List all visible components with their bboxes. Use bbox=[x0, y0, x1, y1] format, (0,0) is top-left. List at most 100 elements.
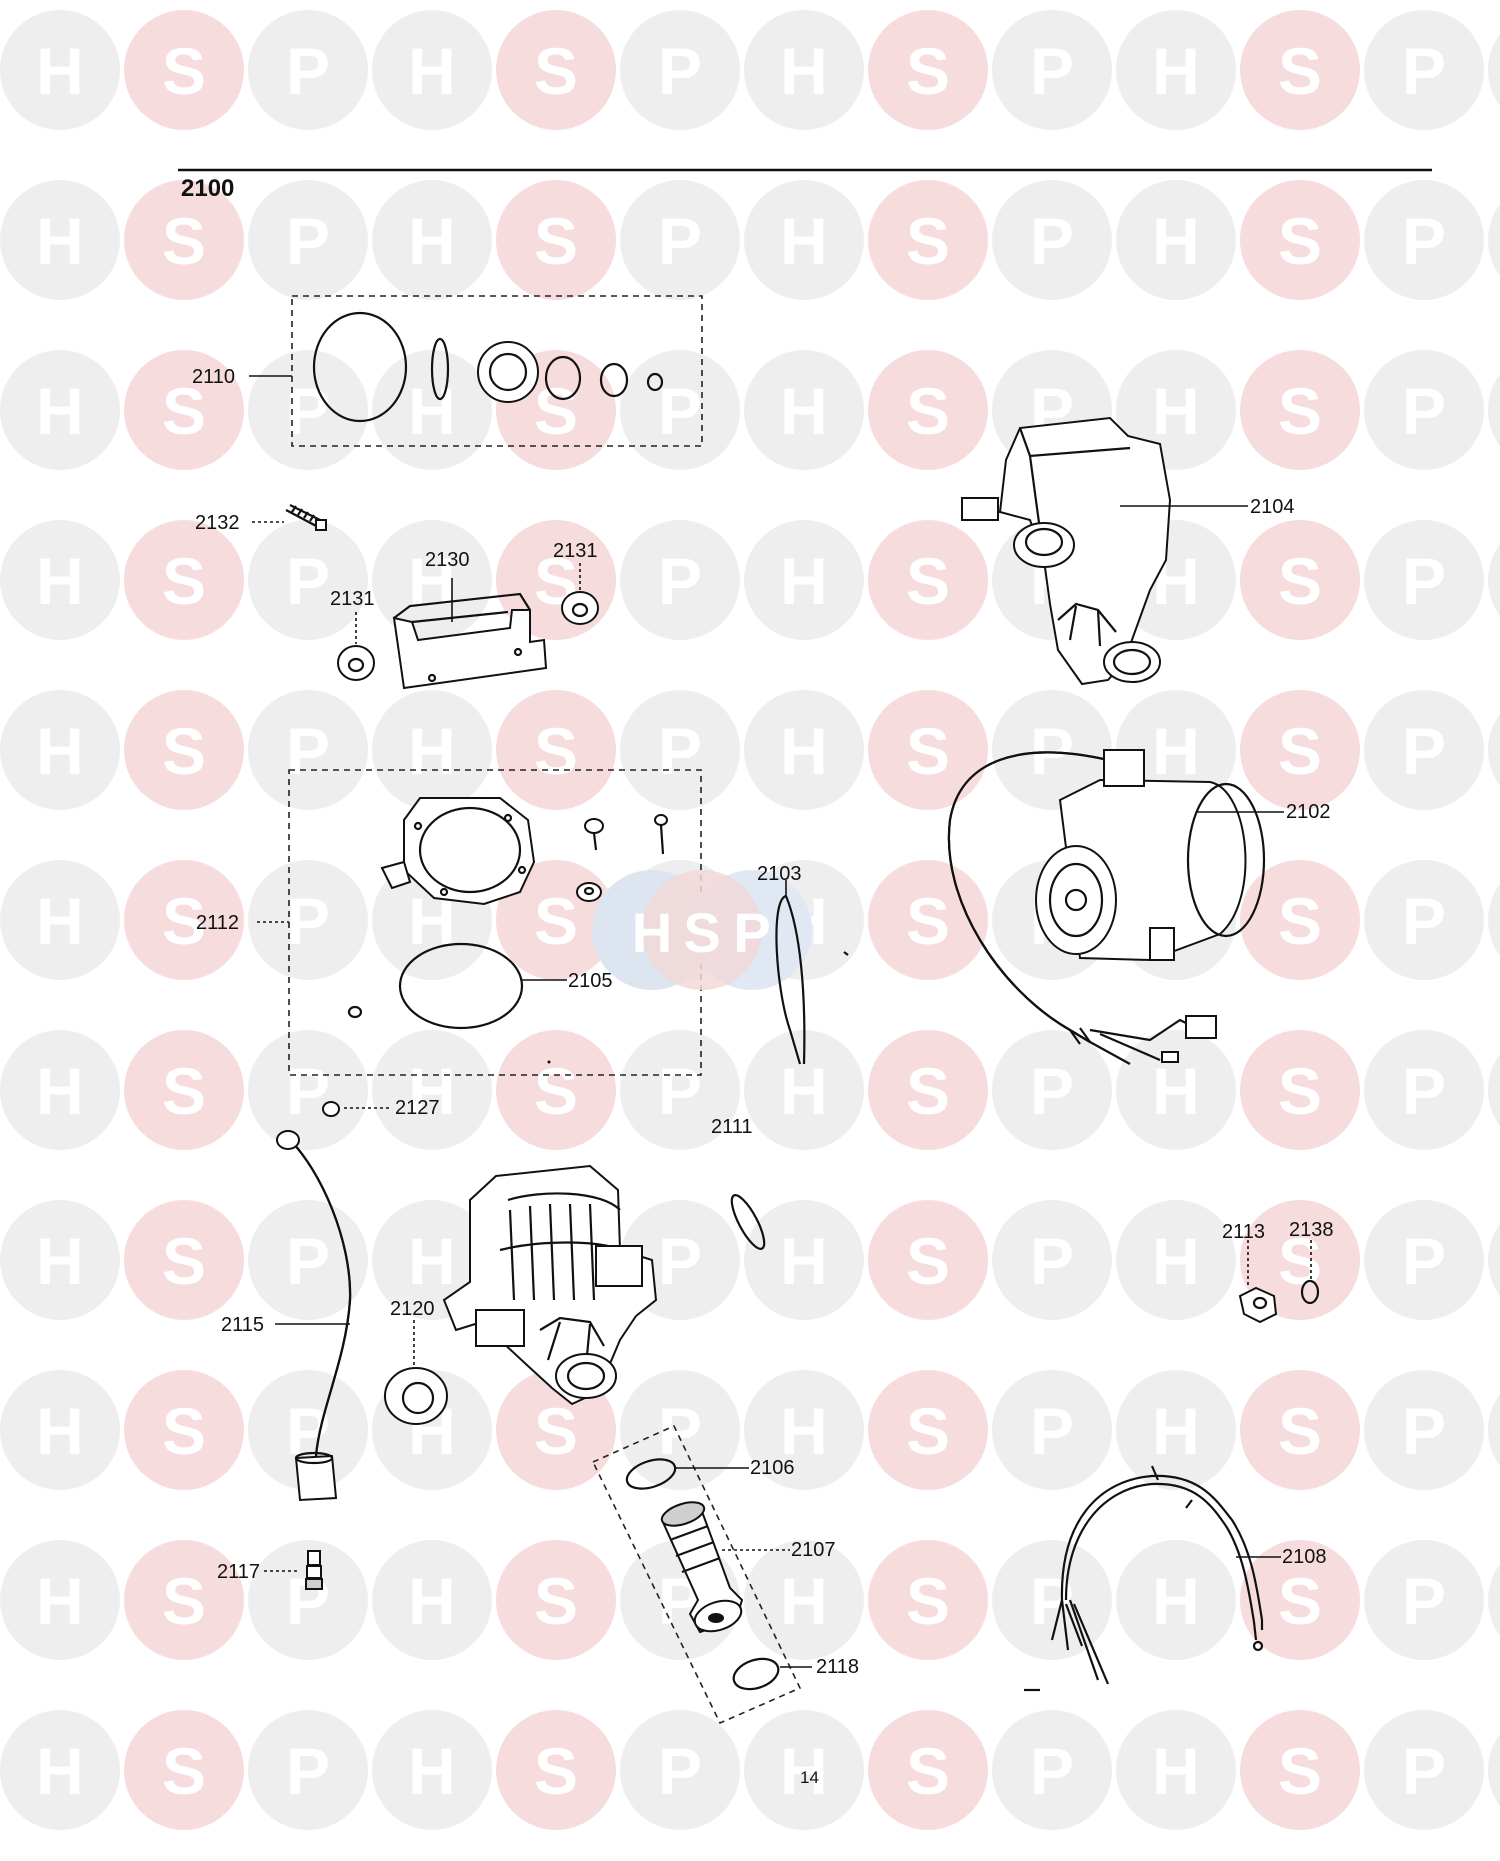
watermark-letter: S bbox=[1278, 1224, 1322, 1298]
watermark-letter: P bbox=[1402, 204, 1446, 278]
watermark-letter: P bbox=[1030, 1224, 1074, 1298]
watermark-circle bbox=[496, 690, 616, 810]
watermark-circle bbox=[1364, 1200, 1484, 1320]
watermark-circle bbox=[1240, 860, 1360, 980]
watermark-circle bbox=[1240, 690, 1360, 810]
watermark-letter: H bbox=[36, 714, 84, 788]
watermark-letter: H bbox=[1152, 1224, 1200, 1298]
pump-housing-2104 bbox=[961, 416, 1172, 686]
watermark-letter: S bbox=[534, 1734, 578, 1808]
watermark-circle bbox=[1116, 1540, 1236, 1660]
watermark-circle bbox=[372, 1710, 492, 1830]
watermark-circle bbox=[0, 10, 120, 130]
watermark-circle bbox=[1240, 520, 1360, 640]
watermark-circle bbox=[1364, 10, 1484, 130]
watermark-letter: S bbox=[1278, 374, 1322, 448]
watermark-letter: H bbox=[408, 34, 456, 108]
watermark-circle bbox=[868, 350, 988, 470]
pump-motor-2102 bbox=[947, 749, 1266, 1065]
nut-2127 bbox=[322, 1101, 340, 1117]
watermark-circle bbox=[1364, 1710, 1484, 1830]
watermark-circle bbox=[992, 10, 1112, 130]
watermark-circle bbox=[992, 1030, 1112, 1150]
watermark-circle bbox=[868, 1030, 988, 1150]
watermark-circle bbox=[1240, 1710, 1360, 1830]
callout-2105: 2105 bbox=[568, 970, 613, 992]
watermark-circle bbox=[0, 180, 120, 300]
watermark-letter: P bbox=[658, 204, 702, 278]
page-number: 14 bbox=[800, 1768, 819, 1787]
callout-2106: 2106 bbox=[750, 1457, 795, 1479]
watermark-letter: H bbox=[408, 374, 456, 448]
watermark-letter: H bbox=[780, 714, 828, 788]
watermark-circle bbox=[868, 10, 988, 130]
watermark-circle bbox=[372, 690, 492, 810]
callout-2111: 2111 bbox=[711, 1116, 753, 1138]
watermark-circle bbox=[496, 1710, 616, 1830]
watermark-letter: S bbox=[906, 1054, 950, 1128]
watermark-circle bbox=[1364, 860, 1484, 980]
watermark-circle bbox=[620, 10, 740, 130]
callout-2115: 2115 bbox=[221, 1314, 264, 1336]
valve-2107 bbox=[660, 1501, 744, 1634]
watermark-circle bbox=[0, 1370, 120, 1490]
watermark-circle bbox=[496, 1030, 616, 1150]
watermark-circle bbox=[248, 1540, 368, 1660]
watermark-circle bbox=[248, 1370, 368, 1490]
pump-body bbox=[442, 1164, 658, 1406]
watermark-circle bbox=[372, 350, 492, 470]
watermark-circle bbox=[1364, 1370, 1484, 1490]
watermark-circle bbox=[620, 690, 740, 810]
watermark-letter: H bbox=[1152, 1394, 1200, 1468]
watermark-circle bbox=[1488, 374, 1500, 446]
watermark-circle bbox=[496, 180, 616, 300]
watermark-circle bbox=[248, 10, 368, 130]
watermark-circle bbox=[248, 1710, 368, 1830]
callout-2117: 2117 bbox=[217, 1561, 260, 1583]
watermark-circle bbox=[248, 1200, 368, 1320]
watermark-circle bbox=[1488, 714, 1500, 786]
watermark-circle bbox=[248, 180, 368, 300]
screw-2132 bbox=[285, 504, 327, 531]
watermark-circle bbox=[0, 1540, 120, 1660]
watermark-circle bbox=[1364, 180, 1484, 300]
watermark-circle bbox=[1364, 350, 1484, 470]
watermark-letter: S bbox=[906, 204, 950, 278]
watermark-circle bbox=[1240, 1200, 1360, 1320]
watermark-letter: P bbox=[1402, 1054, 1446, 1128]
nut-2113 bbox=[1238, 1286, 1278, 1324]
watermark-letter: H bbox=[780, 1224, 828, 1298]
watermark-letter: H bbox=[1152, 204, 1200, 278]
watermark-circle bbox=[1488, 1564, 1500, 1636]
watermark-letter: H bbox=[408, 1224, 456, 1298]
watermark-letter: H bbox=[1152, 34, 1200, 108]
watermark-circle bbox=[744, 690, 864, 810]
callout-2112: 2112 bbox=[196, 912, 239, 934]
callout-2130: 2130 bbox=[425, 549, 470, 571]
watermark-letter: H bbox=[36, 1734, 84, 1808]
watermark-letter: H bbox=[408, 1734, 456, 1808]
watermark-letter: H bbox=[36, 544, 84, 618]
callout-2102: 2102 bbox=[1286, 801, 1331, 823]
watermark-letter: S bbox=[1278, 1394, 1322, 1468]
watermark-circle bbox=[744, 1030, 864, 1150]
watermark-circle bbox=[1116, 1030, 1236, 1150]
watermark-circle bbox=[620, 520, 740, 640]
watermark-letter: H bbox=[408, 204, 456, 278]
watermark-circle bbox=[1488, 34, 1500, 106]
watermark-letter: P bbox=[1030, 204, 1074, 278]
pipe-2115 bbox=[276, 1130, 352, 1502]
bracket-2130 bbox=[392, 592, 548, 690]
watermark-circle bbox=[1488, 1054, 1500, 1126]
watermark-letter: S bbox=[906, 714, 950, 788]
valve-kit-box bbox=[591, 1424, 802, 1725]
watermark-circle bbox=[1488, 884, 1500, 956]
watermark-letter: S bbox=[1278, 544, 1322, 618]
watermark-letter: S bbox=[906, 1394, 950, 1468]
watermark-letter: S bbox=[162, 1224, 206, 1298]
watermark-letter: S bbox=[534, 884, 578, 958]
watermark-letter: S bbox=[906, 34, 950, 108]
watermark-letter: S bbox=[1278, 714, 1322, 788]
watermark-letter: S bbox=[162, 1394, 206, 1468]
